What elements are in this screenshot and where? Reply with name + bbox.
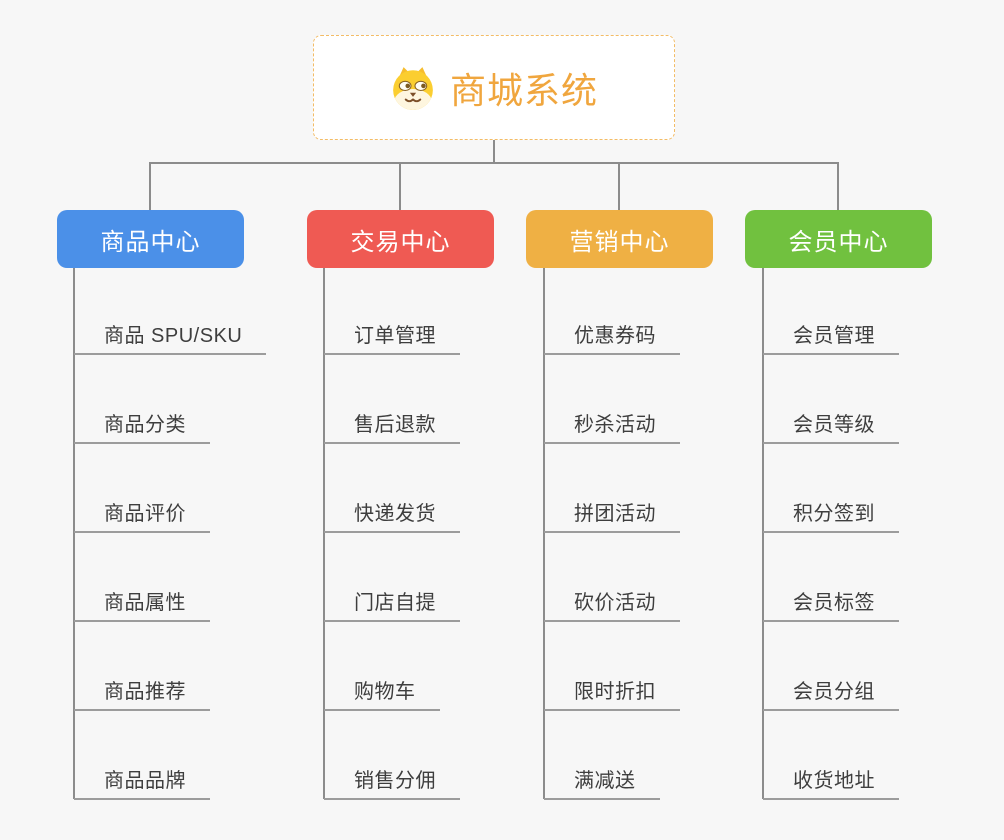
leaf-node[interactable]: 会员标签	[763, 586, 899, 622]
leaf-node[interactable]: 砍价活动	[544, 586, 680, 622]
leaf-node[interactable]: 会员分组	[763, 675, 899, 711]
branch-node-marketing-center[interactable]: 营销中心	[526, 210, 713, 268]
leaf-node[interactable]: 会员管理	[763, 319, 899, 355]
doge-icon	[390, 65, 436, 111]
leaf-node[interactable]: 商品属性	[74, 586, 210, 622]
leaf-node[interactable]: 积分签到	[763, 497, 899, 533]
branch-node-member-center[interactable]: 会员中心	[745, 210, 932, 268]
root-node[interactable]: 商城系统	[313, 35, 675, 140]
leaf-node[interactable]: 商品推荐	[74, 675, 210, 711]
leaf-node[interactable]: 售后退款	[324, 408, 460, 444]
leaf-node[interactable]: 商品评价	[74, 497, 210, 533]
leaf-node[interactable]: 秒杀活动	[544, 408, 680, 444]
leaf-node[interactable]: 商品 SPU/SKU	[74, 319, 267, 355]
leaf-node[interactable]: 会员等级	[763, 408, 899, 444]
leaf-node[interactable]: 商品品牌	[74, 764, 210, 800]
leaf-node[interactable]: 购物车	[324, 675, 440, 711]
leaf-node[interactable]: 快递发货	[324, 497, 460, 533]
root-title: 商城系统	[449, 69, 598, 111]
leaf-node[interactable]: 满减送	[544, 764, 660, 800]
branch-node-product-center[interactable]: 商品中心	[57, 210, 244, 268]
leaf-node[interactable]: 销售分佣	[324, 764, 460, 800]
leaf-node[interactable]: 优惠券码	[544, 319, 680, 355]
leaf-node[interactable]: 商品分类	[74, 408, 210, 444]
leaf-node[interactable]: 限时折扣	[544, 675, 680, 711]
leaf-node[interactable]: 收货地址	[763, 764, 899, 800]
leaf-node[interactable]: 订单管理	[324, 319, 460, 355]
leaf-node[interactable]: 拼团活动	[544, 497, 680, 533]
leaf-node[interactable]: 门店自提	[324, 586, 460, 622]
branch-node-trade-center[interactable]: 交易中心	[307, 210, 494, 268]
